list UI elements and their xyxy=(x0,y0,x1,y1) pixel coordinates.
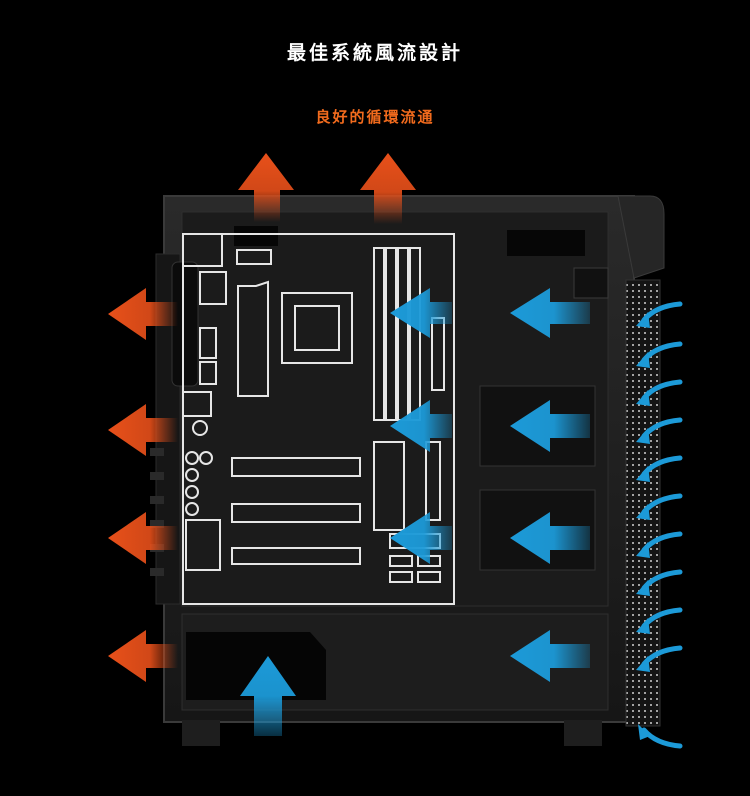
intake-arrow-icon xyxy=(390,400,452,452)
intake-arrow-icon xyxy=(390,288,452,338)
intake-arrow-icon xyxy=(390,512,452,564)
intake-arrow-icon xyxy=(510,288,590,338)
intake-arrow-icon xyxy=(510,630,590,682)
exhaust-arrow-icon xyxy=(360,153,416,224)
intake-arrow-icon xyxy=(510,400,590,452)
curved-intake-arrowheads xyxy=(636,312,650,740)
exhaust-arrow-icon xyxy=(108,404,178,456)
page-title: 最佳系統風流設計 xyxy=(286,42,463,64)
exhaust-arrow-icon xyxy=(238,153,294,222)
intake-arrow-icon xyxy=(240,656,296,736)
exhaust-arrow-icon xyxy=(108,288,178,340)
intake-arrow-icon xyxy=(510,512,590,564)
page-subtitle: 良好的循環流通 xyxy=(315,108,435,126)
exhaust-arrow-icon xyxy=(108,630,178,682)
exhaust-arrow-icon xyxy=(108,512,178,564)
